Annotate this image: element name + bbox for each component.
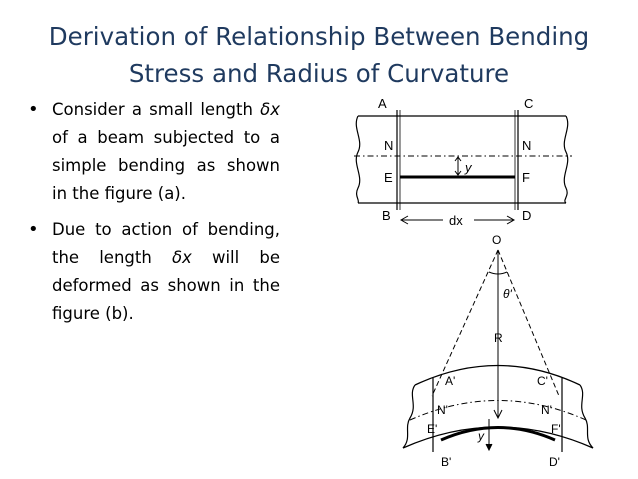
label-e: E — [384, 170, 393, 185]
label-c: C — [524, 96, 533, 111]
title-line-1: Derivation of Relationship Between Bendi… — [48, 22, 590, 51]
label-r: R — [494, 331, 503, 345]
label-b-prime: B' — [441, 455, 451, 469]
bullet-deformation: Due to action of bending, the length δx … — [24, 216, 280, 328]
label-n-right: N — [522, 138, 531, 153]
bullet-list: Consider a small length δx of a beam sub… — [24, 96, 280, 336]
label-c-prime: C' — [537, 374, 548, 388]
radial-line-left — [431, 249, 499, 397]
label-n-left: N — [384, 138, 393, 153]
label-y: y — [464, 160, 473, 175]
label-n-prime-right: N' — [541, 403, 552, 417]
title-line-2: Stress and Radius of Curvature — [128, 59, 510, 88]
arc-bottom — [402, 426, 594, 449]
y-arrow-b — [485, 443, 493, 452]
label-f: F — [522, 170, 530, 185]
figure-a-labels: A C N N y E F B D dx — [378, 96, 533, 228]
label-dx: dx — [449, 213, 463, 228]
delta-x-symbol: δx — [260, 100, 280, 119]
arc-top — [414, 364, 581, 386]
break-line-b-left — [402, 384, 416, 449]
label-b: B — [382, 208, 391, 223]
break-line-right — [563, 115, 569, 204]
arc-fibre — [440, 426, 556, 442]
label-d-prime: D' — [549, 455, 560, 469]
figure-b — [402, 249, 594, 452]
label-e-prime: E' — [427, 422, 437, 436]
label-a-prime: A' — [445, 374, 455, 388]
y-arrow-bottom — [454, 170, 462, 176]
label-d: D — [522, 208, 531, 223]
label-a: A — [378, 96, 387, 111]
slide-title: Derivation of Relationship Between Bendi… — [10, 18, 628, 92]
figure-a — [354, 110, 572, 225]
arc-neutral — [409, 400, 587, 421]
label-theta: θ' — [503, 287, 513, 301]
figure-b-labels: O θ' R A' C' N' N' E' F' y B' D' — [427, 233, 561, 469]
label-f-prime: F' — [551, 422, 561, 436]
y-arrow-top — [454, 156, 462, 162]
radius-arrow — [493, 409, 503, 420]
delta-x-symbol: δx — [171, 248, 192, 267]
label-y-b: y — [477, 429, 485, 443]
break-line-left — [355, 115, 361, 204]
theta-arc — [488, 271, 508, 275]
radial-line-right — [497, 249, 560, 397]
break-line-b-right — [579, 384, 594, 449]
label-n-prime-left: N' — [437, 403, 448, 417]
dx-arrow-right — [506, 215, 516, 225]
dx-arrow-left — [399, 215, 409, 225]
bullet-consider: Consider a small length δx of a beam sub… — [24, 96, 280, 208]
label-o: O — [492, 233, 501, 247]
